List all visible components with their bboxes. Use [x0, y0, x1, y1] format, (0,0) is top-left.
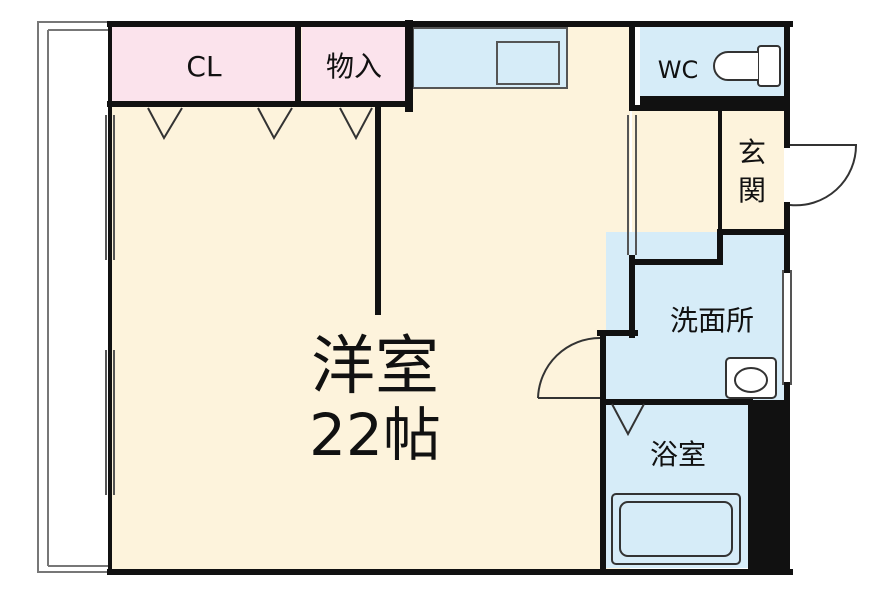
entrance-label-top: 玄 [738, 136, 766, 169]
entrance-label-bottom: 関 [738, 174, 766, 207]
closet-doors [147, 107, 645, 437]
main-room-floor [110, 24, 630, 572]
washbasin [725, 357, 777, 399]
structural-column [748, 400, 790, 574]
closet-label: CL [186, 50, 222, 83]
storage-room [302, 26, 406, 104]
storage-label: 物入 [326, 50, 382, 83]
entrance-floor [722, 108, 784, 232]
balcony [37, 21, 111, 573]
door-swings [537, 144, 858, 399]
main-room-label: 洋室 [311, 330, 439, 404]
bathtub [611, 493, 741, 565]
toilet-label: WC [658, 56, 699, 84]
washroom-label: 洗面所 [670, 304, 754, 337]
main-room-size: 22帖 [309, 401, 441, 469]
kitchen-sink [496, 41, 560, 85]
walls [107, 20, 793, 575]
window-right [627, 115, 792, 385]
toilet-fixture [713, 45, 781, 87]
window-left [105, 115, 115, 495]
closet-room [110, 26, 296, 104]
bathroom-label: 浴室 [650, 438, 706, 471]
